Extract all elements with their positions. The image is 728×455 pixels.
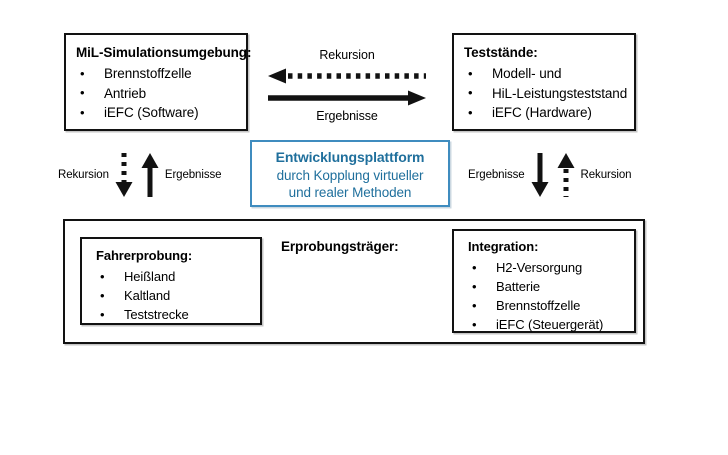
- solid-arrow-up-icon: [141, 153, 159, 197]
- ergebnisse-bottom-label: Ergebnisse: [316, 109, 378, 123]
- mil-simulation-list: Brennstoffzelle Antrieb iEFC (Software): [76, 64, 246, 123]
- teststaende-box: Teststände: Modell- und HiL-Leistungstes…: [452, 33, 636, 131]
- list-item: Brennstoffzelle: [468, 296, 634, 316]
- solid-arrow-down-icon: [531, 153, 549, 197]
- list-item: Modell- und: [464, 64, 634, 84]
- right-vertical-arrow-group: Ergebnisse Rekursion: [468, 148, 638, 202]
- mil-simulation-title: MiL-Simulationsumgebung:: [76, 45, 252, 60]
- list-item: Batterie: [468, 277, 634, 297]
- mil-simulation-box: MiL-Simulationsumgebung: Brennstoffzelle…: [64, 33, 252, 131]
- list-item: Brennstoffzelle: [76, 64, 246, 84]
- teststaende-title: Teststände:: [464, 45, 538, 60]
- horizontal-arrow-group: Rekursion Ergebnisse: [262, 42, 432, 130]
- teststaende-list: Modell- und HiL-Leistungsteststand iEFC …: [464, 64, 634, 123]
- right-rekursion-label: Rekursion: [580, 169, 632, 181]
- entwicklungsplattform-box: Entwicklungsplattform durch Kopplung vir…: [250, 140, 450, 207]
- left-vertical-arrow-group: Rekursion Ergebnisse: [58, 148, 228, 202]
- list-item: HiL-Leistungsteststand: [464, 83, 634, 104]
- entwicklungsplattform-line2: durch Kopplung virtueller: [276, 167, 424, 183]
- list-item: Teststrecke: [96, 305, 260, 325]
- list-item: H2-Versorgung: [468, 258, 634, 278]
- dotted-arrow-down-icon: [115, 153, 133, 197]
- list-item: Kaltland: [96, 286, 260, 306]
- fahrerprobung-title: Fahrerprobung:: [96, 248, 193, 263]
- fahrerprobung-list: Heißland Kaltland Teststrecke: [96, 267, 260, 325]
- list-item: iEFC (Hardware): [464, 103, 634, 123]
- rekursion-top-label: Rekursion: [319, 48, 375, 62]
- left-rekursion-label: Rekursion: [58, 169, 109, 181]
- fahrerprobung-box: Fahrerprobung: Heißland Kaltland Teststr…: [80, 237, 262, 325]
- dotted-arrow-left-icon: [268, 68, 426, 84]
- integration-box: Integration: H2-Versorgung Batterie Bren…: [452, 229, 636, 335]
- integration-list: H2-Versorgung Batterie Brennstoffzelle i…: [468, 258, 634, 335]
- list-item: Antrieb: [76, 83, 246, 104]
- left-ergebnisse-label: Ergebnisse: [164, 169, 222, 181]
- solid-arrow-right-icon: [268, 90, 426, 106]
- right-ergebnisse-label: Ergebnisse: [468, 169, 525, 181]
- integration-title: Integration:: [468, 239, 539, 254]
- erprobungstraeger-title: Erprobungsträger:: [281, 239, 399, 254]
- list-item: iEFC (Software): [76, 103, 246, 123]
- list-item: iEFC (Steuergerät): [468, 315, 634, 335]
- dotted-arrow-up-icon: [557, 153, 575, 197]
- list-item: Heißland: [96, 267, 260, 287]
- entwicklungsplattform-title: Entwicklungsplattform: [275, 149, 425, 165]
- entwicklungsplattform-line3: und realer Methoden: [288, 185, 412, 200]
